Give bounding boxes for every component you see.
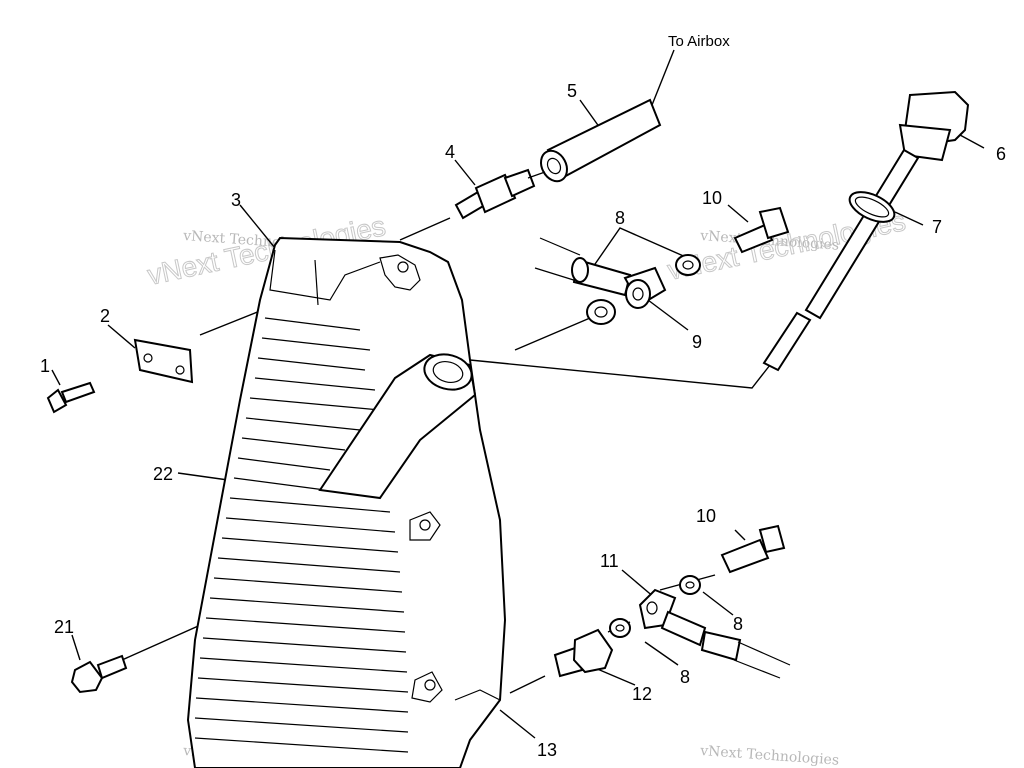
callout-22: 22 (153, 464, 173, 484)
callout-10-upper: 10 (702, 188, 722, 208)
callout-11: 11 (600, 551, 619, 571)
callout-8-upper: 8 (615, 208, 625, 228)
bracket-screw (46, 381, 96, 414)
callout-labels: To Airbox 5 4 6 7 8 10 9 3 2 1 22 21 10 … (40, 33, 1006, 760)
banjo-fitting-upper (534, 237, 701, 325)
callout-5: 5 (567, 81, 577, 101)
breather-fitting (454, 168, 546, 220)
callout-12: 12 (632, 684, 652, 704)
callout-6: 6 (996, 144, 1006, 164)
breather-hose (540, 98, 662, 183)
oil-tank (186, 236, 507, 768)
callout-7: 7 (932, 217, 942, 237)
callout-8-lower-left: 8 (680, 667, 690, 687)
callout-21: 21 (54, 617, 74, 637)
callout-4: 4 (445, 142, 455, 162)
leader-lines (51, 49, 985, 739)
tank-mount-bolt (70, 654, 128, 694)
callout-1: 1 (40, 356, 50, 376)
callout-3: 3 (231, 190, 241, 210)
tank-ribs (194, 317, 409, 753)
callout-10-lower: 10 (696, 506, 716, 526)
banjo-bolt-upper (733, 206, 790, 254)
callout-13: 13 (537, 740, 557, 760)
watermark-bottom-right: vNext Technologies (699, 743, 840, 768)
callout-2: 2 (100, 306, 110, 326)
banjo-fitting-lower (609, 575, 791, 679)
mounting-bracket (133, 338, 194, 384)
svg-text:vNext Technologies: vNext Technologies (699, 743, 840, 768)
dipstick (762, 90, 970, 372)
callout-9: 9 (692, 332, 702, 352)
annotation-to-airbox: To Airbox (668, 33, 730, 50)
callout-8-lower-right: 8 (733, 614, 743, 634)
banjo-bolt-lower (720, 524, 786, 574)
oil-level-sensor (553, 628, 614, 678)
